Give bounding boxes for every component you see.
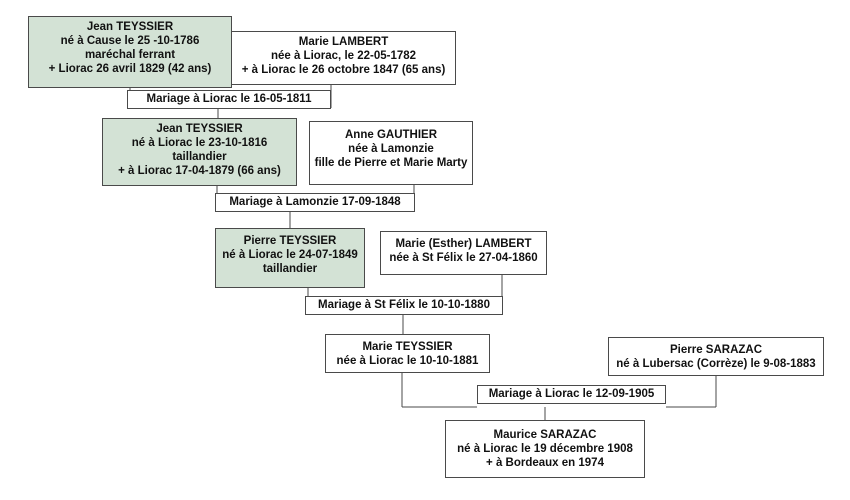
person-name: Pierre SARAZAC	[669, 344, 763, 356]
person-box-pierre-sarazac-1883: Pierre SARAZAC né à Lubersac (Corrèze) l…	[608, 337, 824, 376]
marriage-label-1905: Mariage à Liorac le 12-09-1905	[477, 385, 666, 404]
person-name: Marie LAMBERT	[298, 36, 389, 48]
person-detail: fille de Pierre et Marie Marty	[314, 157, 468, 169]
person-box-anne-gauthier: Anne GAUTHIER née à Lamonzie fille de Pi…	[309, 121, 473, 185]
person-detail: née à Lamonzie	[348, 143, 434, 155]
person-detail: né à Cause le 25 -10-1786	[60, 35, 200, 47]
person-box-marie-lambert-1782: Marie LAMBERT née à Liorac, le 22-05-178…	[231, 31, 456, 85]
person-detail: née à Liorac le 10-10-1881	[336, 355, 479, 367]
person-detail: né à Liorac le 19 décembre 1908	[457, 443, 633, 455]
person-detail: + à Liorac 17-04-1879 (66 ans)	[118, 165, 281, 177]
person-name: Pierre TEYSSIER	[243, 235, 337, 247]
person-name: Maurice SARAZAC	[493, 429, 597, 441]
person-box-jean-teyssier-1816: Jean TEYSSIER né à Liorac le 23-10-1816 …	[102, 118, 297, 186]
person-detail: + Liorac 26 avril 1829 (42 ans)	[48, 63, 212, 75]
person-detail: taillandier	[262, 263, 318, 275]
person-box-jean-teyssier-1786: Jean TEYSSIER né à Cause le 25 -10-1786 …	[28, 16, 232, 88]
person-detail: né à Liorac le 24-07-1849	[222, 249, 358, 261]
person-name: Jean TEYSSIER	[156, 123, 243, 135]
marriage-label-1811: Mariage à Liorac le 16-05-1811	[127, 90, 331, 109]
person-name: Marie TEYSSIER	[362, 341, 453, 353]
person-detail: + à Liorac le 26 octobre 1847 (65 ans)	[241, 64, 446, 76]
person-detail: maréchal ferrant	[84, 49, 176, 61]
marriage-label-1880: Mariage à St Félix le 10-10-1880	[305, 296, 503, 315]
person-detail: taillandier	[172, 151, 227, 163]
person-box-pierre-teyssier-1849: Pierre TEYSSIER né à Liorac le 24-07-184…	[215, 228, 365, 288]
person-detail: né à Liorac le 23-10-1816	[131, 137, 268, 149]
person-detail: né à Lubersac (Corrèze) le 9-08-1883	[616, 358, 816, 370]
person-box-marie-esther-lambert: Marie (Esther) LAMBERT née à St Félix le…	[380, 231, 547, 275]
person-name: Jean TEYSSIER	[86, 21, 174, 33]
person-box-maurice-sarazac-1908: Maurice SARAZAC né à Liorac le 19 décemb…	[445, 420, 645, 478]
person-detail: + à Bordeaux en 1974	[486, 457, 604, 469]
person-detail: née à St Félix le 27-04-1860	[389, 252, 538, 264]
person-name: Anne GAUTHIER	[345, 129, 437, 141]
marriage-label-1848: Mariage à Lamonzie 17-09-1848	[215, 193, 415, 212]
person-detail: née à Liorac, le 22-05-1782	[270, 50, 417, 62]
person-name: Marie (Esther) LAMBERT	[395, 238, 532, 250]
person-box-marie-teyssier-1881: Marie TEYSSIER née à Liorac le 10-10-188…	[325, 334, 490, 373]
